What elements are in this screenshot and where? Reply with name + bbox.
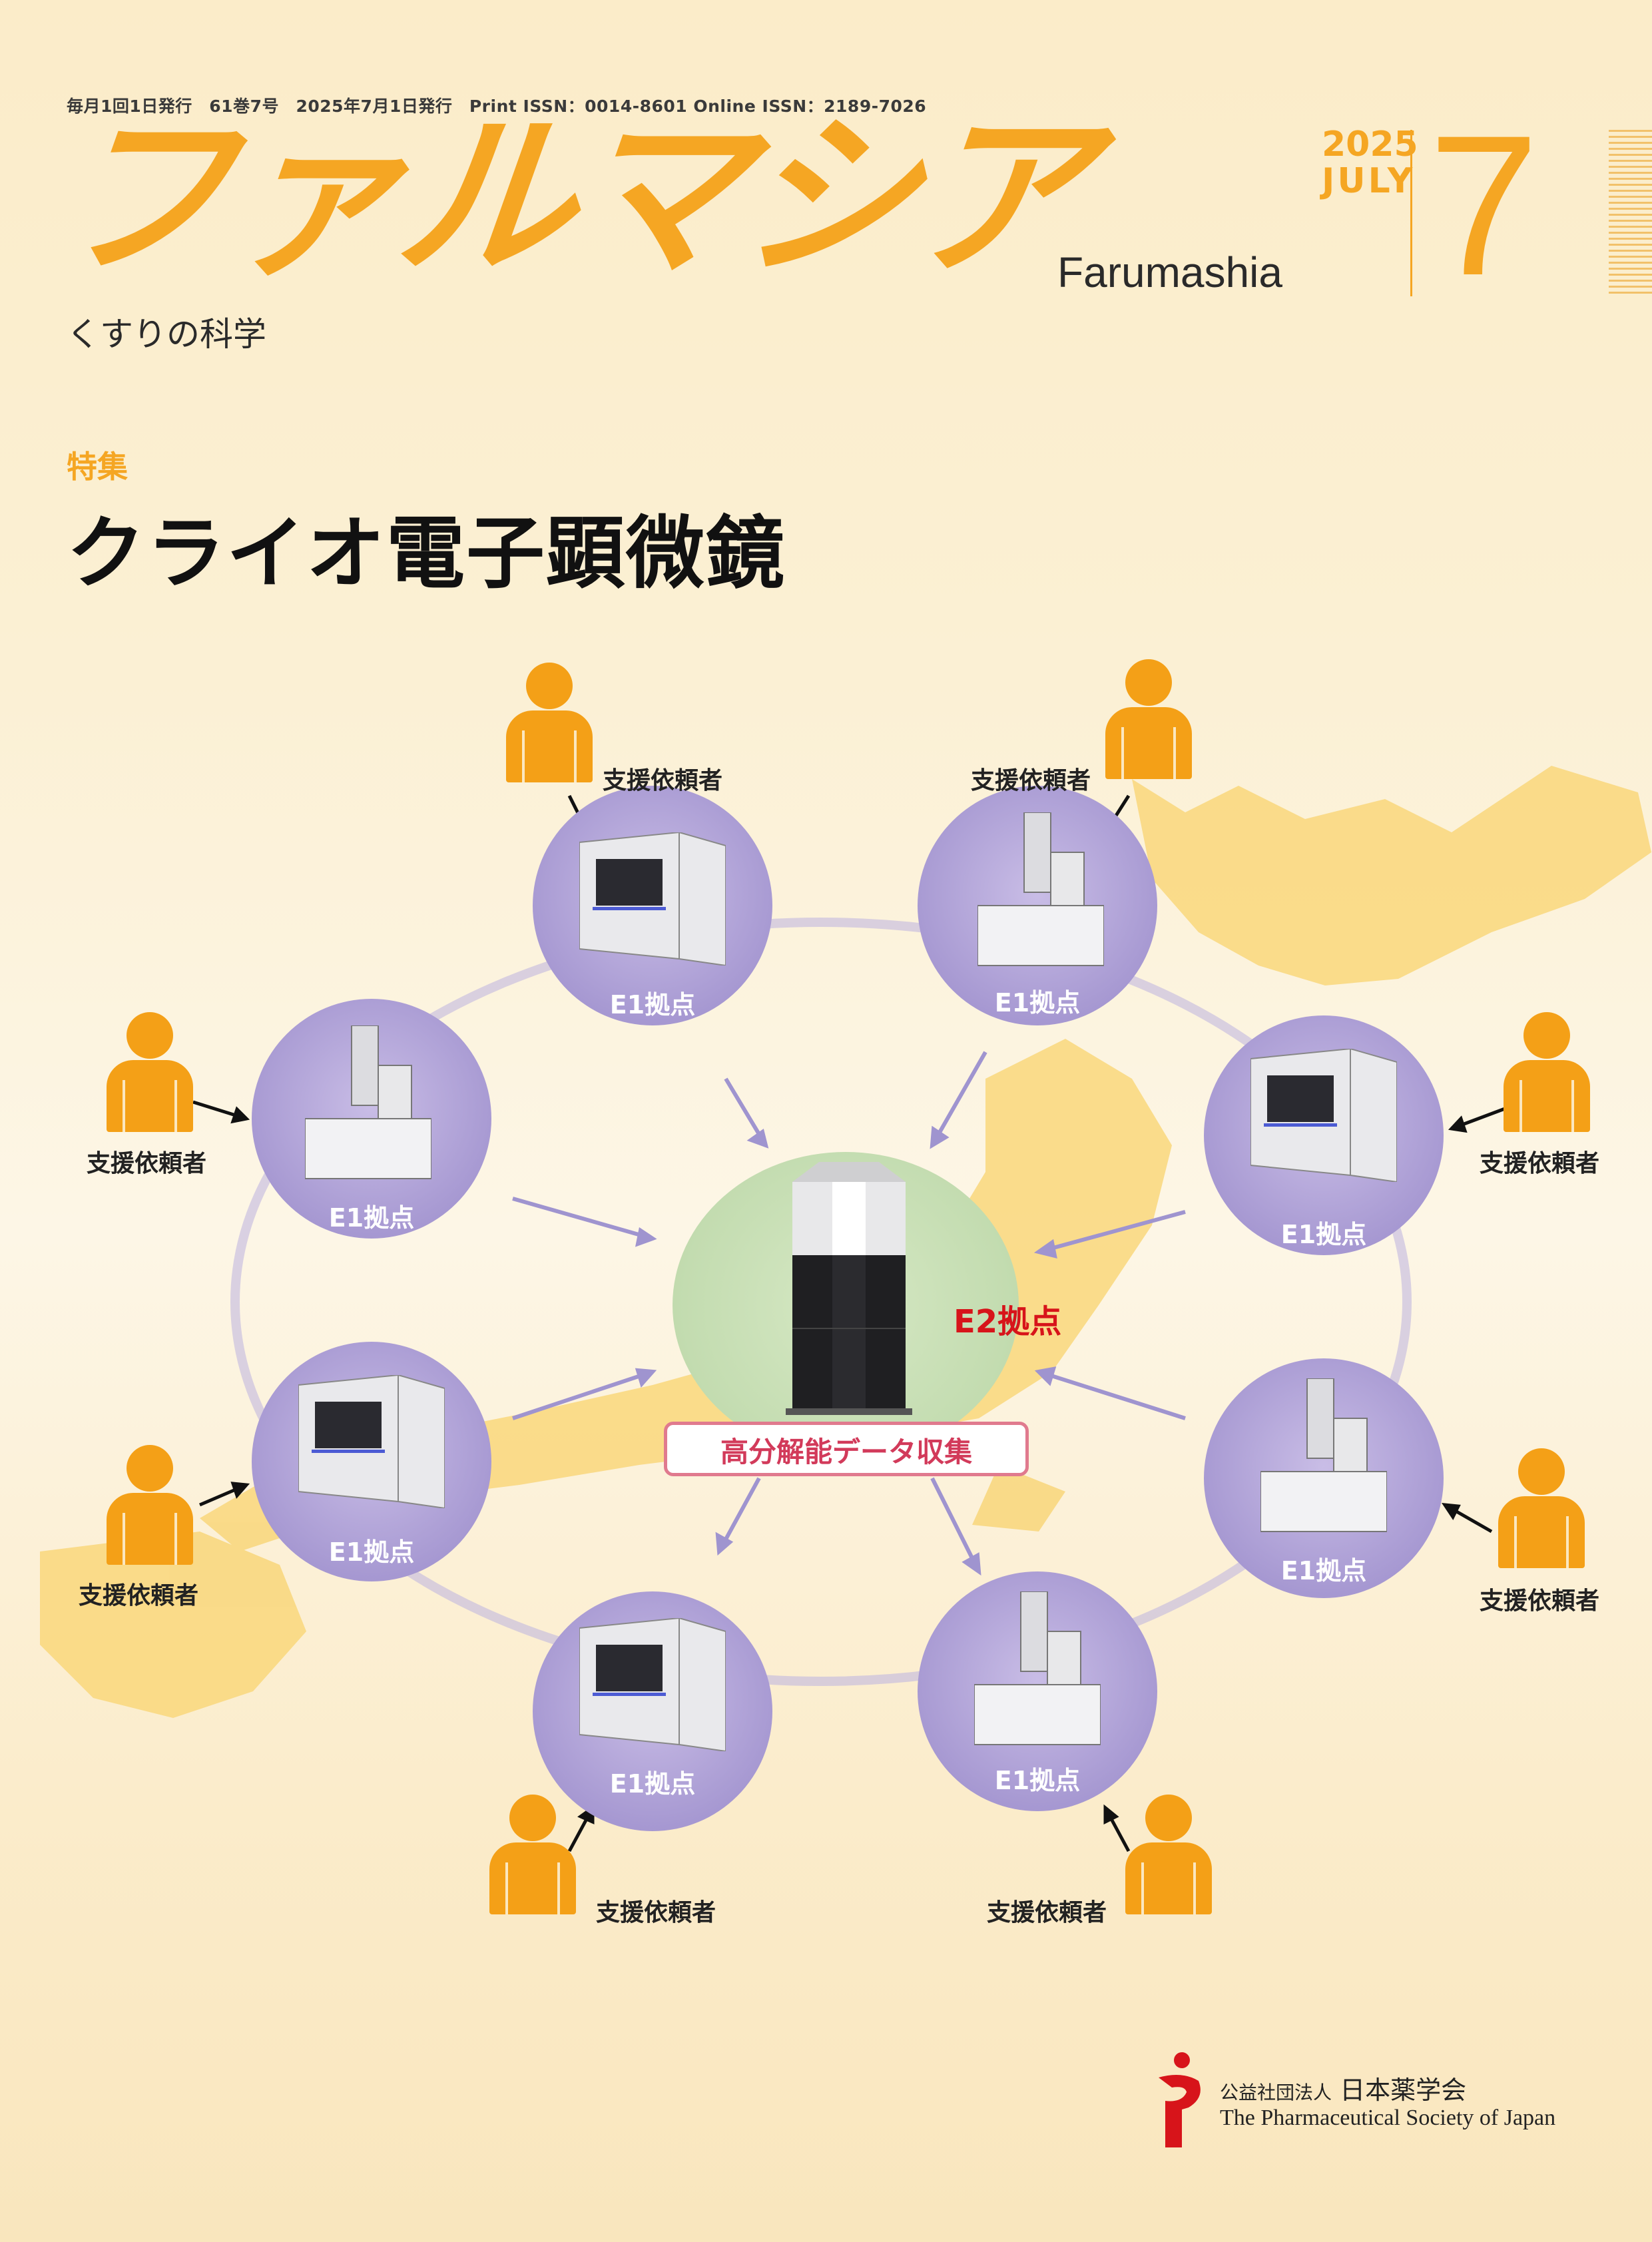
e1-node: E1拠点 bbox=[918, 786, 1157, 1025]
requester-label: 支援依頼者 bbox=[79, 1582, 199, 1609]
e1-label: E1拠点 bbox=[994, 1766, 1081, 1795]
magazine-logo: ファルマシア bbox=[45, 95, 1095, 300]
requester-label: 支援依頼者 bbox=[987, 1899, 1107, 1926]
cabinet-microscope-icon bbox=[1250, 1049, 1397, 1182]
column-microscope-icon bbox=[1260, 1378, 1387, 1532]
society-logo-icon bbox=[1159, 2052, 1201, 2147]
requester-person-icon bbox=[1105, 659, 1192, 779]
e1-node: E1拠点 bbox=[252, 1342, 491, 1581]
e1-label: E1拠点 bbox=[328, 1538, 415, 1567]
decorative-stripes bbox=[1609, 130, 1652, 296]
issue-year: 2025 JULY bbox=[1322, 125, 1418, 201]
requester-person-icon bbox=[1125, 1795, 1212, 1914]
requester-person-icon bbox=[1498, 1448, 1585, 1568]
e1-node: E1拠点 bbox=[252, 999, 491, 1239]
feature-title: クライオ電子顕微鏡 bbox=[67, 507, 786, 599]
e1-label: E1拠点 bbox=[328, 1203, 415, 1233]
column-microscope-icon bbox=[305, 1025, 431, 1179]
e1-node: E1拠点 bbox=[1204, 1358, 1444, 1598]
year-text: 2025 bbox=[1322, 125, 1418, 164]
requester-person-icon bbox=[107, 1012, 193, 1132]
cryo-em-center-icon bbox=[786, 1162, 912, 1415]
network-orbit bbox=[230, 918, 1412, 1686]
requester-label: 支援依頼者 bbox=[971, 767, 1091, 794]
requester-label: 支援依頼者 bbox=[603, 767, 723, 794]
e1-node: E1拠点 bbox=[1204, 1015, 1444, 1255]
society-name: 日本薬学会 bbox=[1340, 2076, 1467, 2105]
e1-node: E1拠点 bbox=[533, 786, 772, 1025]
requester-label: 支援依頼者 bbox=[596, 1899, 716, 1926]
requester-label: 支援依頼者 bbox=[87, 1150, 207, 1177]
cabinet-microscope-icon bbox=[579, 832, 726, 966]
requester-person-icon bbox=[107, 1445, 193, 1565]
requester-person-icon bbox=[489, 1795, 576, 1914]
society-name-jp: 公益社団法人 日本薬学会 bbox=[1220, 2070, 1466, 2106]
e1-label: E1拠点 bbox=[609, 1769, 696, 1799]
e1-label: E1拠点 bbox=[609, 990, 696, 1019]
month-text: JULY bbox=[1322, 160, 1416, 201]
publication-info: 毎月1回1日発行 61巻7号 2025年7月1日発行 Print ISSN：00… bbox=[67, 97, 927, 116]
requester-person-icon bbox=[1504, 1012, 1590, 1132]
column-microscope-icon bbox=[974, 1591, 1101, 1745]
issue-divider bbox=[1410, 130, 1412, 296]
feature-label: 特集 bbox=[67, 449, 128, 485]
column-microscope-icon bbox=[977, 812, 1104, 966]
cabinet-microscope-icon bbox=[579, 1618, 726, 1751]
e2-label: E2拠点 bbox=[954, 1303, 1062, 1340]
e1-label: E1拠点 bbox=[1280, 1220, 1367, 1249]
magazine-subtitle: くすりの科学 bbox=[67, 315, 266, 354]
e1-label: E1拠点 bbox=[994, 988, 1081, 1017]
magazine-logo-romaji: Farumashia bbox=[1057, 248, 1282, 296]
cabinet-microscope-icon bbox=[298, 1375, 445, 1508]
society-prefix: 公益社団法人 bbox=[1220, 2082, 1332, 2103]
e1-node: E1拠点 bbox=[533, 1591, 772, 1831]
requester-person-icon bbox=[506, 663, 593, 782]
e1-node: E1拠点 bbox=[918, 1571, 1157, 1811]
requester-label: 支援依頼者 bbox=[1480, 1587, 1600, 1615]
issue-number: 7 bbox=[1428, 93, 1539, 317]
requester-label: 支援依頼者 bbox=[1480, 1150, 1600, 1177]
society-name-en: The Pharmaceutical Society of Japan bbox=[1220, 2105, 1556, 2130]
e1-label: E1拠点 bbox=[1280, 1556, 1367, 1585]
data-collection-caption: 高分解能データ収集 bbox=[664, 1422, 1029, 1476]
